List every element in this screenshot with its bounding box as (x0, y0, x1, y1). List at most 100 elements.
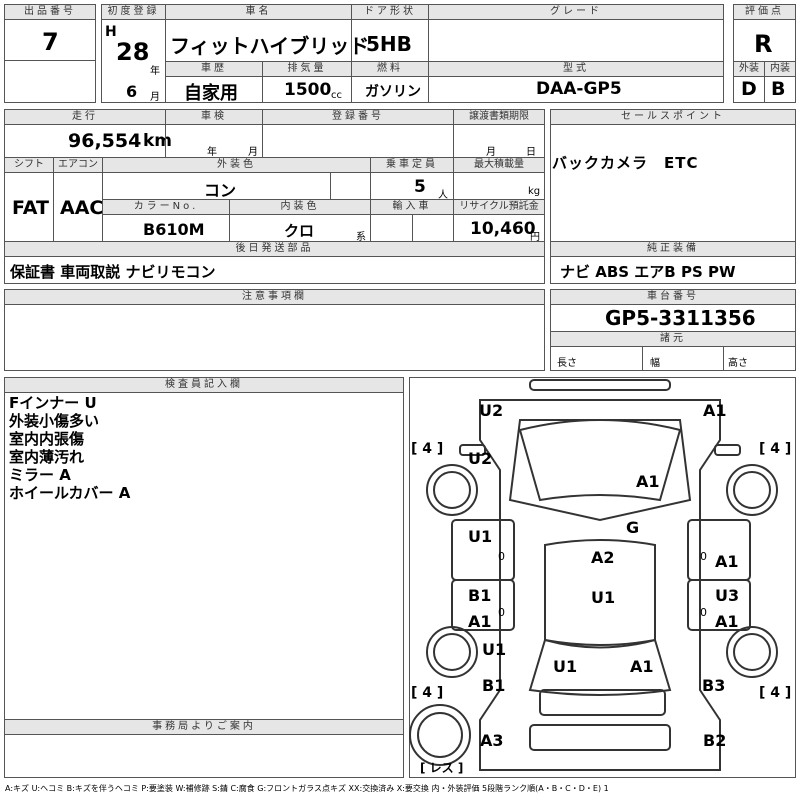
int-cell (764, 76, 796, 103)
chassis: GP5-3311356 (605, 306, 756, 330)
ac: AAC (60, 197, 104, 219)
damage-mark: B1 (482, 676, 506, 695)
inspector-notes: Fインナー U 外装小傷多い 室内内張傷 室内薄汚れ ミラー A ホイールカバー… (9, 394, 130, 502)
left-rear-door (451, 579, 515, 631)
inspector-line: 室内薄汚れ (9, 448, 85, 466)
damage-mark: U1 (553, 657, 578, 676)
body-outline (479, 399, 721, 771)
int-color-unit: 系 (356, 232, 366, 243)
tr-month: 月 (486, 147, 496, 158)
era: H (105, 24, 117, 40)
reg-year: 28 (116, 38, 150, 66)
car-name: フィットハイブリッド (170, 34, 370, 58)
damage-mark: B3 (702, 676, 726, 695)
damage-mark: A1 (715, 612, 739, 631)
tr-day: 日 (526, 147, 536, 158)
zero-mark: 0 (498, 550, 505, 563)
inspector-line: 室内内張傷 (9, 430, 85, 448)
inspector-line: ホイールカバー A (9, 484, 131, 502)
tire-count-fr: [ 4 ] (759, 441, 792, 457)
shift: FAT (12, 197, 49, 219)
spare-label: [ レス ] (420, 761, 464, 775)
damage-mark: A2 (591, 548, 615, 567)
damage-mark: B1 (468, 586, 492, 605)
tire-count-rr: [ 4 ] (759, 685, 792, 701)
office-cell (4, 734, 404, 778)
sales: バックカメラ ETC (552, 154, 699, 172)
tire-front-right (726, 464, 778, 516)
left-mirror (459, 444, 486, 456)
inspector-line: Fインナー U (9, 394, 97, 412)
right-front-door (687, 519, 751, 581)
year-unit: 年 (150, 66, 160, 77)
lot-blank-cell (4, 60, 96, 103)
model-cell (428, 76, 724, 103)
right-mirror (714, 444, 741, 456)
damage-mark: U1 (468, 527, 493, 546)
later-cell (4, 256, 545, 284)
damage-mark: A3 (480, 731, 504, 750)
car-diagram-frame (409, 377, 796, 778)
damage-mark: G (626, 518, 640, 537)
notes-cell (4, 304, 545, 371)
hood (508, 419, 692, 522)
color-no: B610M (143, 220, 205, 239)
tire-count-fl: [ 4 ] (411, 441, 444, 457)
later: 保証書 車両取説 ナビリモコン (10, 263, 216, 281)
insp-year: 年 (207, 147, 217, 158)
damage-mark: B2 (703, 731, 727, 750)
model: DAA-GP5 (536, 79, 622, 99)
spare-tire (409, 704, 471, 766)
tire-count-rl: [ 4 ] (411, 685, 444, 701)
zero-mark: 0 (700, 606, 707, 619)
inspector-line: 外装小傷多い (9, 412, 100, 430)
int-color: クロ (284, 222, 315, 240)
rear-window (528, 638, 672, 696)
rear-bumper (539, 689, 666, 716)
displacement: 1500 (284, 80, 332, 100)
int-score: B (771, 78, 786, 100)
damage-mark: U1 (482, 640, 507, 659)
history: 自家用 (184, 83, 238, 104)
tire-front-left (426, 464, 478, 516)
recycle: 10,460 (470, 219, 536, 239)
mileage: 96,554 (68, 130, 142, 152)
damage-mark: U3 (715, 586, 740, 605)
month-unit: 月 (150, 92, 160, 103)
damage-mark: U1 (591, 588, 616, 607)
tail (529, 724, 671, 751)
insp-month: 月 (248, 147, 258, 158)
fuel: ガソリン (365, 84, 421, 100)
legend: A:キズ U:ヘコミ B:キズを伴うヘコミ P:要塗装 W:補修跡 S:錆 C:… (5, 784, 609, 793)
damage-mark: A1 (703, 401, 727, 420)
windshield (518, 419, 682, 502)
tire-rear-right (726, 626, 778, 678)
genuine-cell (550, 256, 796, 284)
damage-mark: A1 (468, 612, 492, 631)
damage-mark: U2 (468, 449, 493, 468)
dims-length: 長さ (557, 358, 577, 369)
reg-month: 6 (126, 82, 138, 101)
inspector-line: ミラー A (9, 466, 71, 484)
zero-mark: 0 (498, 606, 505, 619)
zero-mark: 0 (700, 550, 707, 563)
dims-height: 高さ (728, 358, 748, 369)
mileage-unit: km (143, 131, 173, 151)
door: 5HB (366, 32, 412, 56)
score: R (754, 30, 773, 58)
right-rear-door (687, 579, 751, 631)
capacity: 5 (414, 177, 426, 197)
recycle-unit: 円 (530, 232, 540, 243)
damage-mark: A1 (715, 552, 739, 571)
displacement-unit: cc (331, 90, 342, 101)
dims-cell-2 (642, 346, 724, 371)
capacity-unit: 人 (438, 190, 448, 201)
front-bumper (529, 379, 671, 391)
dims-width: 幅 (650, 358, 660, 369)
damage-mark: A1 (630, 657, 654, 676)
lot-no: 7 (42, 28, 59, 56)
tire-rear-left (426, 626, 478, 678)
genuine: ナビ ABS エアB PS PW (560, 263, 736, 281)
damage-mark: U2 (479, 401, 504, 420)
